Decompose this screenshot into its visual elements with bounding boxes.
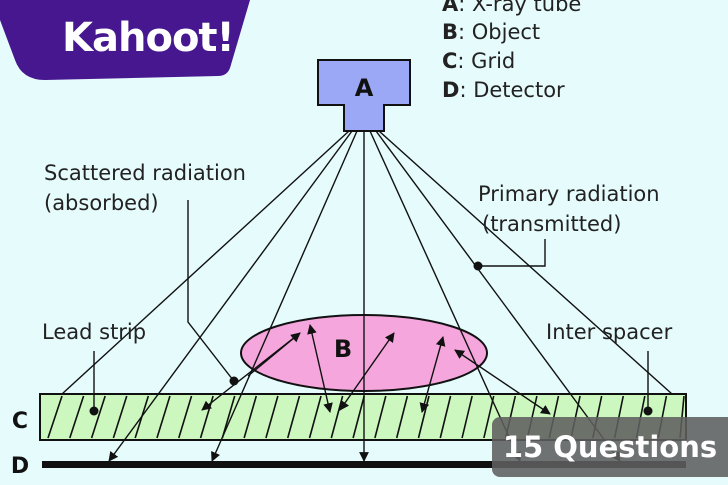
detector-bar [42,461,686,468]
questions-count-badge: 15 Questions [492,417,728,477]
detector-label: D [11,454,29,479]
inter-spacer-label: Inter spacer [546,320,673,344]
lead-strip [439,395,452,439]
kahoot-logo: Kahoot! [62,15,234,61]
lead-strip [286,395,301,439]
scattered-leader [187,200,234,381]
lead-strip [156,395,171,439]
xray-tube [317,59,411,132]
object-label: B [334,335,352,363]
primary-label-line2: (transmitted) [482,212,621,236]
kahoot-badge [0,0,250,80]
lead-strip [243,395,258,439]
scattered-dot [229,376,239,386]
scattered-label-line2: (absorbed) [44,191,159,215]
questions-count-label: 15 Questions [502,430,718,464]
lead-strip [47,395,63,439]
lead-strip-label: Lead strip [42,320,146,344]
primary-label-line1: Primary radiation [478,182,660,206]
primary-beams [61,130,673,462]
lead-strip [112,395,128,439]
primary-leader [481,239,546,267]
legend-item-d: D: Detector [442,78,565,102]
lead-strip [69,395,85,439]
lead-strip-dot [89,406,99,416]
scatter-arrows [201,324,551,415]
grid-label: C [12,409,28,434]
lead-strip [177,395,193,439]
legend-item-a: A: X-ray tube [442,0,581,16]
scattered-label-line1: Scattered radiation [44,161,246,185]
tube-label: A [355,74,374,102]
legend-item-b: B: Object [442,20,540,44]
lead-strip [265,395,279,439]
lead-strip [221,395,236,439]
inter-spacer-dot [643,406,653,416]
legend-item-c: C: Grid [442,49,515,73]
legend: A: X-ray tube B: Object C: Grid D: Detec… [442,0,581,102]
primary-dot [473,261,483,271]
lead-strip [90,395,106,439]
lead-strip [395,395,409,439]
